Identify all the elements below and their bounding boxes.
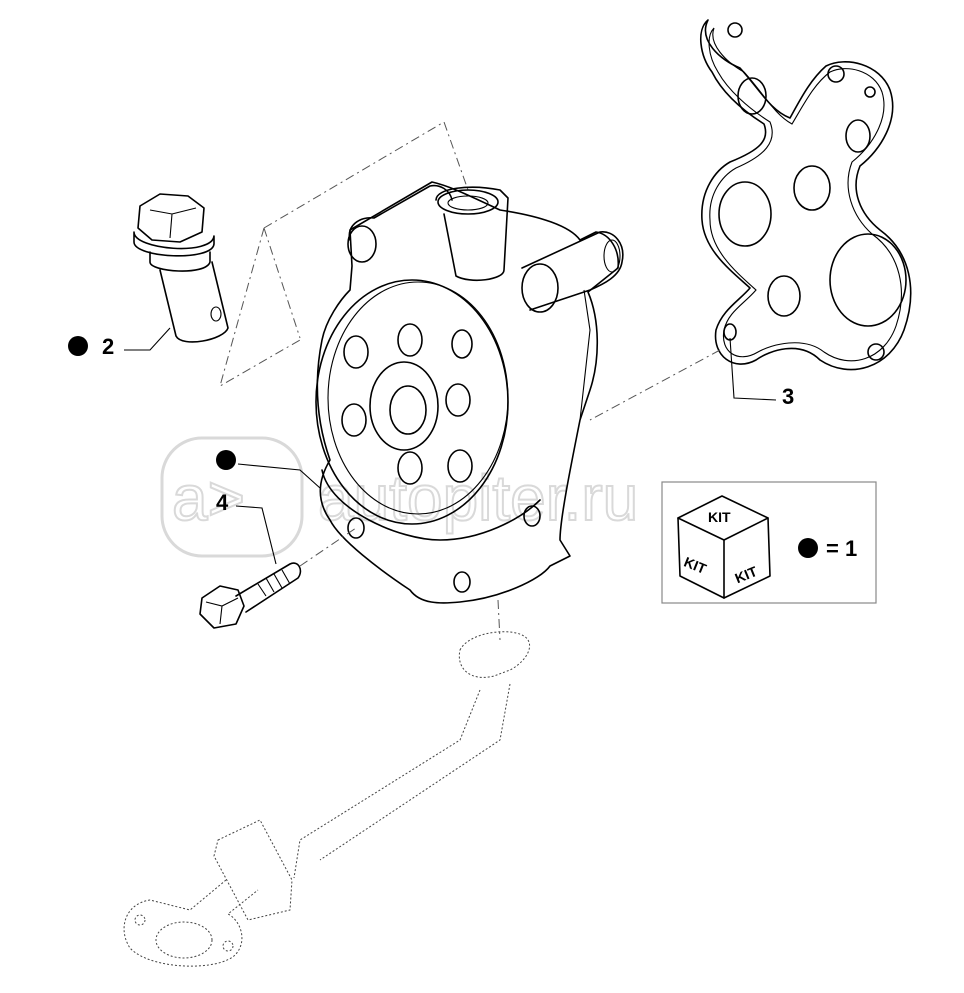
callout-label-4: 4 xyxy=(216,490,229,515)
oil-return-pipe xyxy=(123,599,530,967)
kit-marker-dot xyxy=(216,450,236,470)
svg-text:a>: a> xyxy=(172,462,245,534)
plug-valve-part xyxy=(133,193,229,343)
callout-label-2: 2 xyxy=(102,334,114,359)
callout-3: 3 xyxy=(589,337,794,421)
kit-marker-dot xyxy=(68,336,88,356)
reference-outline xyxy=(219,121,469,388)
kit-top-label: KIT xyxy=(708,509,731,525)
kit-equals-label: = 1 xyxy=(826,536,857,561)
callout-label-3: 3 xyxy=(782,384,794,409)
gasket-part xyxy=(700,19,912,371)
kit-right-label: KIT xyxy=(733,563,760,586)
kit-box-icon: KIT KIT KIT xyxy=(677,495,771,599)
vacuum-pump-body xyxy=(315,181,624,604)
callout-2: 2 xyxy=(68,327,171,359)
watermark: a> autopiter.ru xyxy=(160,436,639,558)
kit-left-label: KIT xyxy=(682,554,709,577)
callout-4: 4 xyxy=(216,450,357,567)
kit-marker-dot xyxy=(798,538,818,558)
watermark-text: autopiter.ru xyxy=(318,462,638,534)
bolt-part xyxy=(199,562,302,629)
kit-legend: KIT KIT KIT = 1 xyxy=(661,481,877,604)
